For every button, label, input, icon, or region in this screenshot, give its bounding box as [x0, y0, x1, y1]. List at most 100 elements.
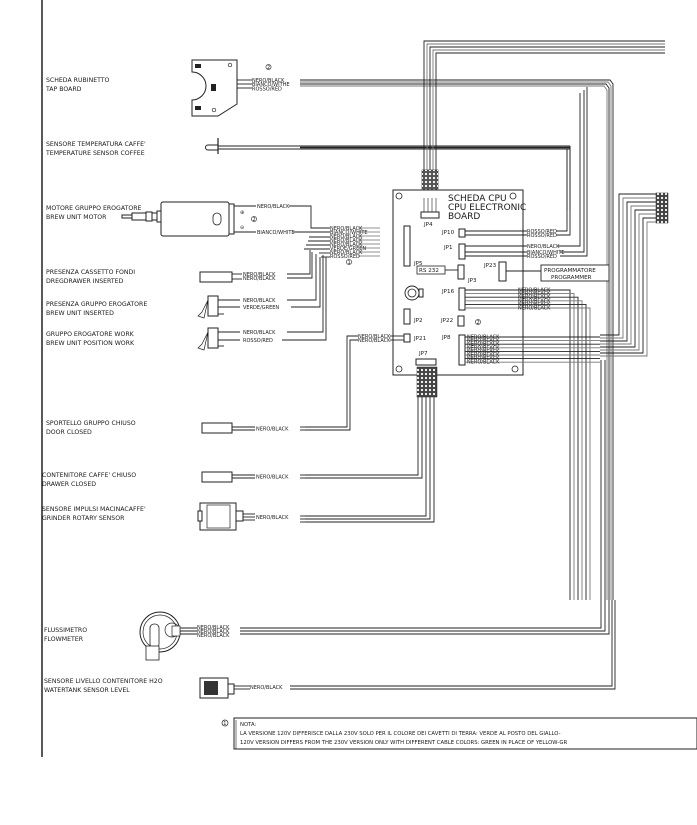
cpu-board-title: SCHEDA CPU — [448, 194, 507, 204]
wire-label: NERO/BLACK — [257, 204, 290, 210]
jp5-wire-bundle: NERO/BLACK BIANCO/WHITE NERO/BLACK NERO/… — [304, 226, 380, 266]
wire-label: ROSSO/RED — [243, 338, 273, 344]
drawer-closed-label-it: CONTENITORE CAFFE' CHIUSO — [42, 472, 136, 479]
wire-label: NERO/BLACK — [518, 291, 551, 297]
wire-label: VERDE/GREEN — [330, 246, 366, 252]
wire — [465, 300, 583, 600]
tap-board-component: 2 NERO/BLACK BIANCO/WITHE ROSSO/RED — [191, 59, 290, 117]
wire-label: NERO/BLACK — [243, 272, 276, 278]
right-harness — [600, 193, 656, 357]
wire-label: NERO/BLACK — [467, 356, 500, 362]
jp21-label: JP21 — [413, 336, 427, 342]
wire-label: NERO/BLACK — [250, 685, 283, 691]
watertank-component: NERO/BLACK — [199, 600, 616, 699]
wire-label: NERO/BLACK — [467, 353, 500, 359]
wire-label: NERO/BLACK — [358, 338, 391, 344]
microswitch-icon — [207, 295, 219, 317]
grinder-sensor-label-en: GRINDER ROTARY SENSOR — [42, 515, 125, 522]
wire-label: VERDE/GREEN — [243, 305, 279, 311]
wire-label: NERO/BLACK — [358, 334, 391, 340]
reed-sensor-icon — [199, 271, 233, 283]
jp21-wires: NERO/BLACK NERO/BLACK — [305, 334, 404, 431]
wire-label: NERO/BLACK — [256, 475, 289, 481]
drawer-closed-label-en: DRAWER CLOSED — [42, 481, 96, 488]
dregdrawer-label-it: PRESENZA CASSETTO FONDI — [46, 269, 135, 276]
brew-motor-component: ⊕ ⊖ 2 NERO/BLACK BIANCO/WHITE — [121, 201, 330, 237]
jp4-harness — [300, 40, 665, 170]
flowmeter-component: NERO/BLACK NERO/BLACK NERO/BLACK — [139, 360, 610, 661]
note-ref-1: 1 — [223, 721, 226, 727]
programmer-label-it: PROGRAMMATORE — [544, 268, 596, 274]
wire-label: NERO/BLACK — [330, 250, 363, 256]
brew-motor-label-en: BREW UNIT MOTOR — [46, 214, 107, 221]
watertank-label-it: SENSORE LIVELLO CONTENITORE H2O — [44, 678, 163, 685]
svg-text:⊕: ⊕ — [240, 210, 244, 216]
flowmeter-label-en: FLOWMETER — [44, 636, 84, 643]
svg-text:⊖: ⊖ — [240, 225, 244, 231]
wire-label: NERO/BLACK — [518, 306, 551, 312]
tap-board-harness — [300, 79, 614, 600]
wire-label: NERO/BLACK — [330, 234, 363, 240]
brew-inserted-label-en: BREW UNIT INSERTED — [46, 310, 114, 317]
jp8-wires: NERO/BLACKNERO/BLACKNERO/BLACKNERO/BLACK… — [465, 335, 600, 366]
note-ref-2: 2 — [253, 217, 256, 223]
wire-label: NERO/BLACK — [518, 302, 551, 308]
watertank-label-en: WATERTANK SENSOR LEVEL — [44, 687, 130, 694]
note-ref-2: 2 — [267, 65, 270, 71]
motor-body-icon — [160, 201, 230, 237]
brew-work-label-it: GRUPPO EROGATORE WORK — [46, 331, 135, 338]
programmer-connector: PROGRAMMATORE PROGRAMMER — [540, 264, 610, 282]
wire-label: NERO/BLACK — [467, 335, 500, 341]
wire-label: NERO/BLACK — [243, 298, 276, 304]
temp-sensor-label-it: SENSORE TEMPERATURA CAFFE' — [46, 141, 146, 148]
grinder-sensor-component: NERO/BLACK — [197, 502, 305, 531]
wire-label: BIANCO/WHITE — [257, 230, 295, 236]
brew-work-label-en: BREW UNIT POSITION WORK — [46, 340, 135, 347]
tap-board-label-en: TAP BOARD — [45, 86, 82, 93]
dregdrawer-label-en: DREGDRAWER INSERTED — [46, 278, 124, 285]
wire-label: ROSSO/RED — [252, 87, 282, 93]
wire-label: NERO/BLACK — [467, 360, 500, 366]
wire-label: NERO/BLACK — [197, 625, 230, 631]
wire — [465, 289, 571, 600]
wire — [465, 293, 575, 600]
jp1-wires: NERO/BLACK BIANCO/WHITE ROSSO/RED — [465, 87, 588, 260]
hall-sensor-icon — [199, 502, 237, 531]
wire-label: NERO/BLACK — [252, 78, 285, 84]
note-ref-2: 2 — [477, 320, 480, 326]
microswitch-icon — [207, 327, 219, 349]
wire — [465, 303, 587, 600]
jp1-label: JP1 — [443, 245, 453, 251]
jp3-label: JP3 — [467, 278, 477, 284]
wire-label: NERO/BLACK — [527, 244, 560, 250]
jp23-label: JP23 — [483, 263, 497, 269]
grinder-sensor-label-it: SENSORE IMPULSI MACINACAFFE' — [42, 506, 146, 513]
jp7-harness — [305, 366, 438, 523]
brew-work-component: NERO/BLACK ROSSO/RED — [197, 255, 327, 351]
reed-sensor-icon — [201, 422, 233, 434]
wire-label: NERO/BLACK — [243, 276, 276, 282]
programmer-label-en: PROGRAMMER — [551, 275, 592, 281]
cpu-board-title: CPU ELECTRONIC — [448, 203, 526, 213]
drawer-closed-component: NERO/BLACK — [201, 471, 305, 483]
wire-label: NERO/BLACK — [518, 295, 551, 301]
note-title: NOTA: — [240, 722, 256, 728]
jp10-label: JP10 — [441, 230, 455, 236]
wire-label: NERO/BLACK — [243, 330, 276, 336]
jp5-label: JP5 — [413, 261, 423, 267]
wire-label: NERO/BLACK — [197, 633, 230, 639]
wire — [465, 296, 579, 600]
wire-label: BIANCO/WHITE — [330, 230, 368, 236]
wire-label: NERO/BLACK — [518, 288, 551, 294]
wire-label: NERO/BLACK — [330, 226, 363, 232]
note-box: 1 NOTA: LA VERSIONE 120V DIFFERISCE DALL… — [221, 717, 697, 750]
rs232-label: RS 232 — [419, 268, 439, 274]
temp-sensor-label-en: TEMPERATURE SENSOR COFFEE — [45, 150, 145, 157]
wire-label: ROSSO/RED — [330, 254, 360, 260]
right-connector-block — [655, 192, 669, 224]
wire-label: NERO/BLACK — [330, 242, 363, 248]
wire — [465, 307, 591, 600]
wire-label: NERO/BLACK — [256, 515, 289, 521]
brew-motor-label-it: MOTORE GRUPPO EROGATORE — [46, 205, 142, 212]
